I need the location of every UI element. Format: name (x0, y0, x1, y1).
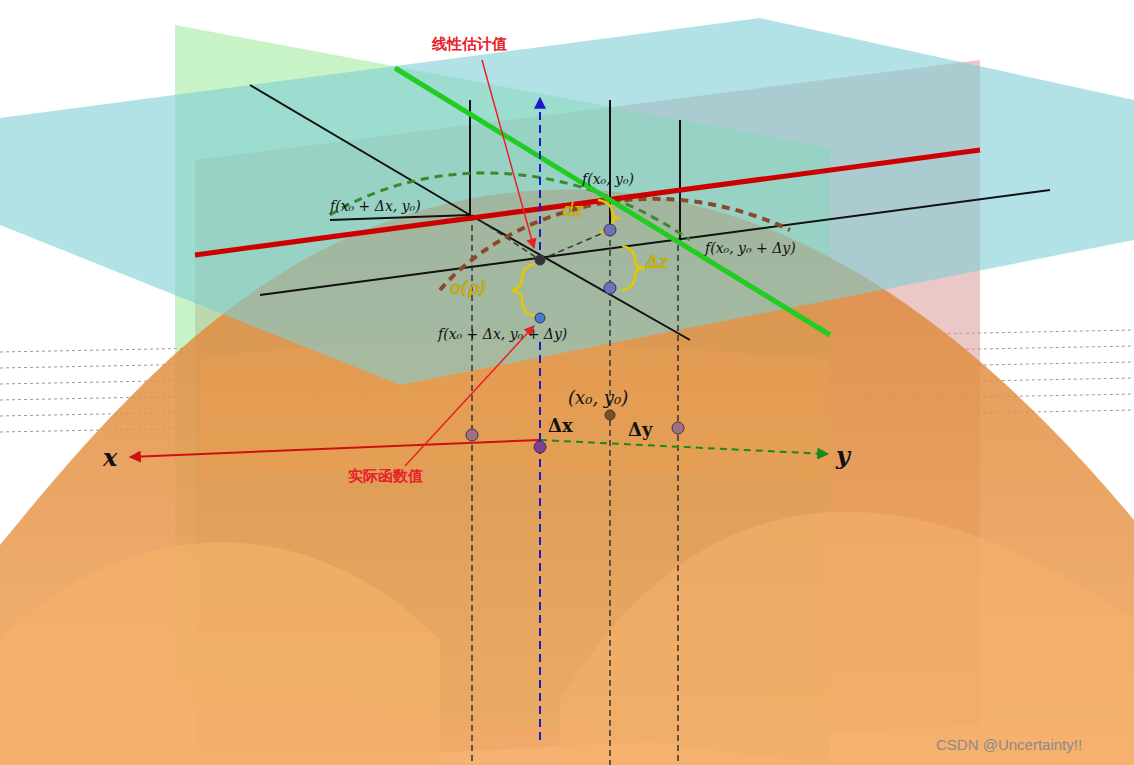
point-label: (x₀, y₀) (568, 388, 628, 409)
yellow-brackets (512, 200, 645, 316)
y-axis (540, 440, 828, 454)
leader-arrow (405, 326, 534, 466)
increment-label: Δy (628, 420, 652, 441)
point-label: f(x₀, y₀) (582, 171, 634, 187)
x-axis (130, 440, 540, 457)
axis-label: y (836, 442, 850, 470)
tangent-line-y (395, 68, 830, 335)
axis-label: x (103, 444, 117, 472)
point-label: f(x₀ + Δx, y₀ + Δy) (438, 326, 567, 342)
leader-arrow (482, 60, 534, 248)
tangent-plane (0, 18, 1134, 385)
plane-lines (250, 85, 1050, 340)
point-label: f(x₀ + Δx, y₀) (330, 198, 421, 214)
drop-lines (472, 215, 678, 765)
increment-label: Δx (548, 416, 573, 437)
handwritten-note: Δz (646, 252, 668, 273)
handwritten-note: dz (562, 200, 583, 221)
tangent-line-x (195, 150, 980, 255)
watermark: CSDN @Uncertainty!! (936, 736, 1082, 753)
surface-fold (0, 542, 440, 765)
z-axis (539, 342, 541, 745)
callout-title: 实际函数值 (348, 468, 423, 485)
handwritten-note: o(ρ) (450, 278, 486, 299)
callout-title: 线性估计值 (432, 36, 507, 53)
z-axis (539, 98, 541, 250)
point-label: f(x₀, y₀ + Δy) (705, 240, 796, 256)
surface-fold (560, 512, 1134, 765)
